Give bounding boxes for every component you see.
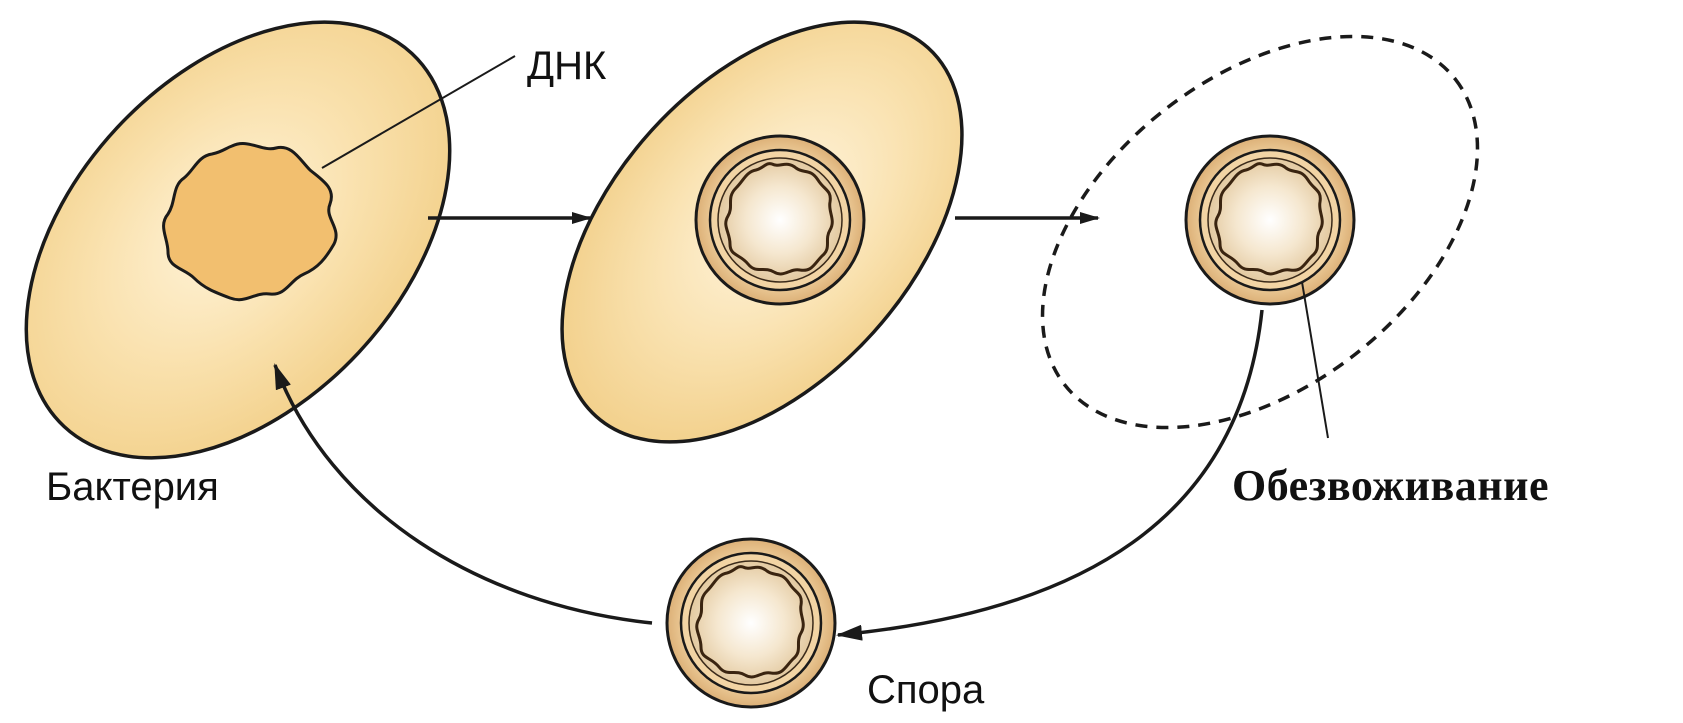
- lysing-cell: [969, 0, 1551, 507]
- endospore-mature: [1186, 136, 1354, 304]
- spore-label: Спора: [867, 670, 984, 710]
- endospore-forming: [696, 136, 864, 304]
- dna-label: ДНК: [527, 46, 606, 86]
- bacteria-label: Бактерия: [46, 467, 219, 507]
- bacterium-cell: [0, 0, 533, 539]
- arrow-3-to-spore: [838, 310, 1262, 635]
- dehydration-pointer-line: [1302, 282, 1328, 438]
- dehydration-label: Обезвоживание: [1232, 464, 1549, 508]
- free-spore: [667, 539, 835, 707]
